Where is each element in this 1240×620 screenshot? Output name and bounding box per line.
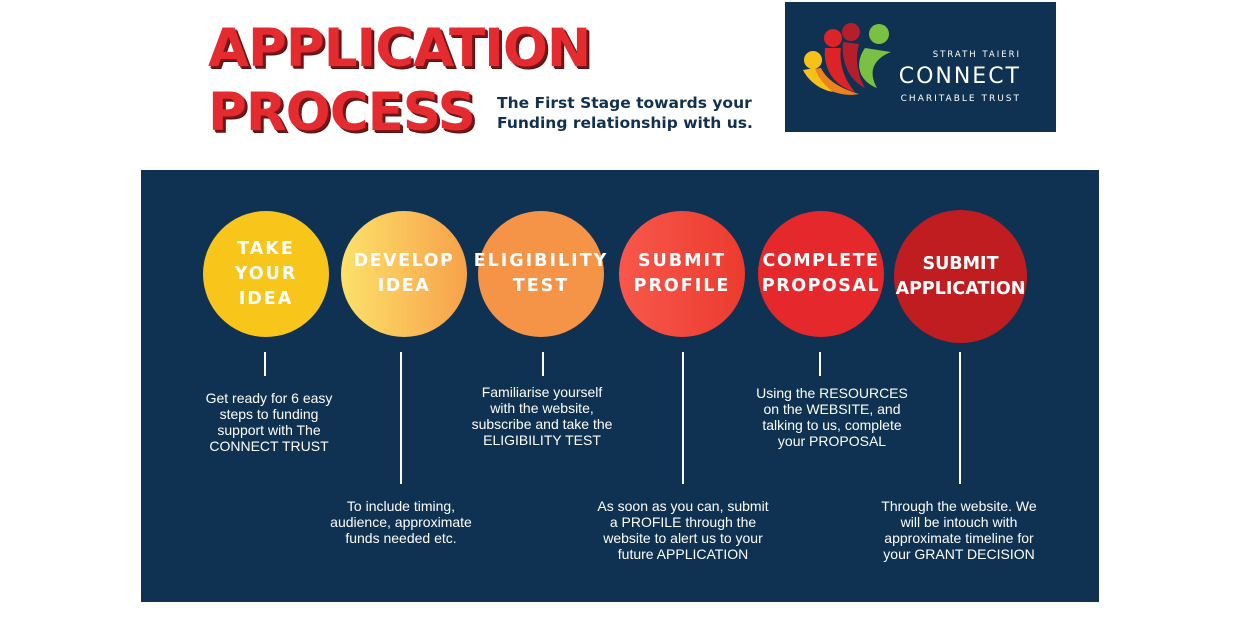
step-description-5: Using the RESOURCES on the WEBSITE, and … [756,385,908,449]
people-logo-icon [803,23,891,95]
step-label: SUBMIT PROFILE [633,251,731,296]
subtitle-line-1: The First Stage towards your [497,94,752,112]
step-description-3: Familiarise yourself with the website, s… [471,384,613,448]
step-label: DEVELOP IDEA [353,251,455,296]
step-circle-eligibility-test: ELIGIBILITY TEST [474,211,606,337]
title-line-2: PROCESS [208,82,476,143]
step-label: COMPLETE PROPOSAL [761,251,881,296]
process-panel: TAKE YOUR IDEA DEVELOP IDEA ELIGIBILITY … [141,170,1099,602]
connect-trust-logo: STRATH TAIERI CONNECT CHARITABLE TRUST [785,2,1056,132]
step-description-1: Get ready for 6 easy steps to funding su… [205,390,333,454]
logo-main-text: CONNECT [898,64,1021,89]
step-circle-develop-idea: DEVELOP IDEA [341,211,467,337]
step-label: SUBMIT APPLICATION [895,253,1026,299]
title-line-1: APPLICATION [208,18,591,79]
logo-bottom-text: CHARITABLE TRUST [900,94,1021,104]
connector-line-3 [542,352,544,376]
step-circle-take-your-idea: TAKE YOUR IDEA [203,211,329,337]
connector-line-4 [682,352,684,484]
step-description-6: Through the website. We will be intouch … [881,498,1037,562]
subtitle-line-2: Funding relationship with us. [497,114,753,132]
connector-line-6 [959,352,961,484]
step-circle-submit-application: SUBMIT APPLICATION [894,210,1027,343]
subtitle: The First Stage towards your Funding rel… [497,93,753,133]
connector-line-5 [819,352,821,376]
step-circle-submit-profile: SUBMIT PROFILE [619,211,745,337]
step-circle-complete-proposal: COMPLETE PROPOSAL [758,211,884,337]
step-description-2: To include timing, audience, approximate… [330,498,472,546]
step-label: ELIGIBILITY TEST [473,251,609,296]
step-label: TAKE YOUR IDEA [234,238,298,309]
logo-top-text: STRATH TAIERI [932,50,1021,60]
step-description-4: As soon as you can, submit a PROFILE thr… [597,498,769,562]
connector-line-1 [264,352,266,376]
connector-line-2 [400,352,402,484]
